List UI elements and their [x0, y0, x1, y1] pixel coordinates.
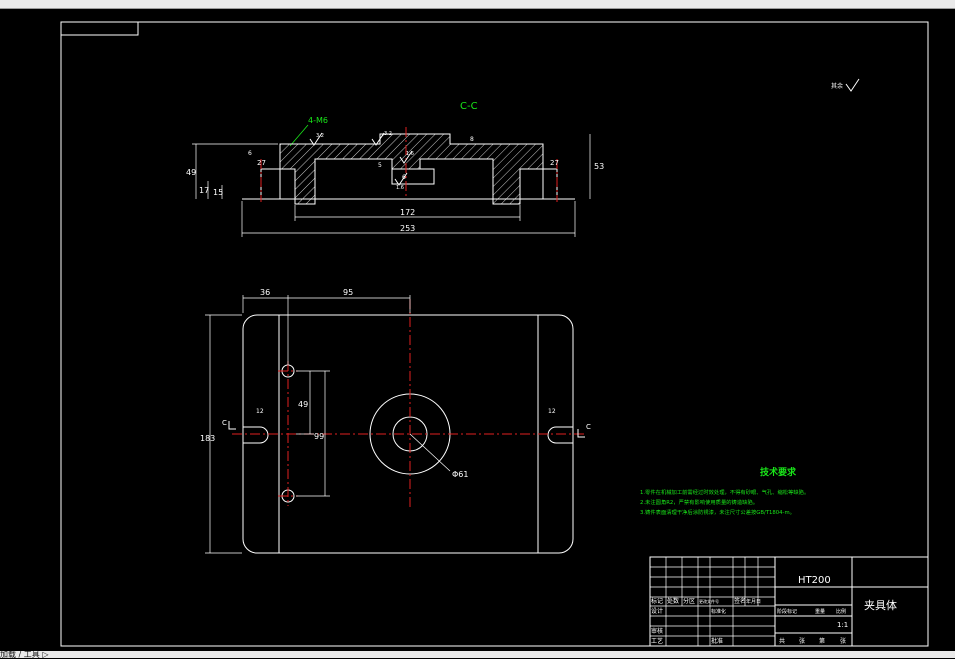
- plan-view: 36 95 49 99 183 Φ61 12 12 C C: [200, 288, 591, 554]
- dim-inner-length: 172: [400, 208, 415, 217]
- tb-weight: 重量: [815, 608, 825, 615]
- thread-leader: [289, 124, 309, 147]
- dim-overall-length: 253: [400, 224, 415, 233]
- center-bore: [391, 168, 435, 185]
- dim-small-8: 8: [470, 136, 474, 143]
- section-right-ear: [542, 168, 558, 200]
- roughness-mark-icon: [394, 172, 408, 186]
- dim-small-6: 6: [248, 150, 252, 157]
- tb-signature: 签名: [734, 597, 746, 605]
- dim-plan-95: 95: [343, 288, 353, 297]
- plate-outline: [242, 314, 574, 554]
- tb-process: 工艺: [651, 637, 663, 645]
- tb-total: 共: [779, 637, 785, 645]
- dim-plan-r12-right: 12: [548, 408, 556, 415]
- section-label: C-C: [460, 101, 478, 112]
- status-bar: 加载 / 工具 ▷: [0, 650, 955, 659]
- thread-callout: 4-M6: [308, 116, 328, 125]
- title-block: 标记 处数 分区 更改文件号 签名 年月日 设计 标准化 阶段标记 重量 比例 …: [649, 556, 929, 647]
- right-slot: [547, 426, 573, 444]
- dim-small-5: 5: [378, 162, 382, 169]
- dim-height-15: 15: [213, 188, 223, 197]
- dim-plan-49: 49: [298, 400, 308, 409]
- roughness-value-4: 1.6: [396, 185, 404, 191]
- tb-sheet: 张: [840, 637, 846, 645]
- frame-corner-box: [60, 21, 139, 36]
- roughness-value-2: 3.2: [316, 133, 324, 139]
- material-label: HT200: [798, 575, 831, 586]
- cad-drawing[interactable]: 其余 C-C 4-M6 253 172 49 17: [0, 9, 955, 651]
- dim-right-27: 27: [550, 159, 559, 167]
- dim-plan-r12-left: 12: [256, 408, 264, 415]
- tb-count: 处数: [667, 597, 679, 605]
- tb-date: 年月日: [746, 598, 761, 605]
- tech-requirements: 技术要求 1.零件在机械加工前需经过时效处理，不得有砂眼、气孔、缩松等缺陷。 2…: [640, 466, 809, 516]
- dim-left-27: 27: [257, 159, 266, 167]
- tb-mark: 标记: [651, 597, 663, 605]
- section-view: C-C 4-M6 253 172 49 17 15 27: [186, 101, 604, 237]
- tech-heading: 技术要求: [760, 466, 797, 478]
- section-cut-arrow-right: [577, 429, 585, 438]
- toolbar-strip: [0, 0, 955, 9]
- tech-item-2: 2.未注圆角R2，严禁有影响使用质量的铸造缺陷。: [640, 498, 758, 506]
- roughness-mark-icon: [309, 132, 323, 146]
- status-text: 加载 / 工具 ▷: [0, 650, 49, 659]
- roughness-symbol-icon: [845, 78, 860, 92]
- roughness-value-1: 3.2: [384, 131, 392, 137]
- section-left-ear: [260, 168, 281, 200]
- tb-standardization: 标准化: [711, 608, 726, 615]
- drawing-frame: [60, 21, 929, 647]
- roughness-other-label: 其余: [831, 82, 843, 90]
- roughness-mark-icon: [399, 150, 413, 164]
- roughness-value-3: 1.6: [406, 151, 414, 157]
- tb-change-doc: 更改文件号: [699, 598, 719, 604]
- dim-plan-36: 36: [260, 288, 270, 297]
- tb-review: 审核: [651, 627, 663, 635]
- tb-sheet-no: 第: [819, 637, 825, 645]
- tech-item-3: 3.铸件表面清理干净后涂防锈漆，未注尺寸公差按GB/T1804-m。: [640, 508, 795, 516]
- section-cut-label-right: C: [586, 423, 591, 431]
- dim-height-49: 49: [186, 168, 196, 177]
- part-name: 夹具体: [864, 598, 897, 612]
- section-cut-label-left: C: [222, 419, 227, 427]
- tech-item-1: 1.零件在机械加工前需经过时效处理，不得有砂眼、气孔、缩松等缺陷。: [640, 488, 809, 496]
- dim-height-17: 17: [199, 186, 209, 195]
- scale-value: 1:1: [837, 621, 848, 629]
- dim-plan-99: 99: [314, 432, 324, 441]
- dim-plan-dia61: Φ61: [452, 470, 468, 479]
- tb-zone: 分区: [683, 597, 695, 605]
- dim-plan-183: 183: [200, 434, 215, 443]
- tb-scale-label: 比例: [836, 608, 846, 615]
- section-cut-arrow-left: [228, 421, 236, 430]
- roughness-mark-icon: [371, 132, 385, 146]
- left-slot: [243, 426, 269, 444]
- tb-stage-mark: 阶段标记: [777, 608, 797, 615]
- dim-height-53: 53: [594, 162, 604, 171]
- tb-design: 设计: [651, 607, 663, 615]
- tb-sheets: 张: [799, 637, 805, 645]
- tb-approve: 批准: [711, 637, 723, 645]
